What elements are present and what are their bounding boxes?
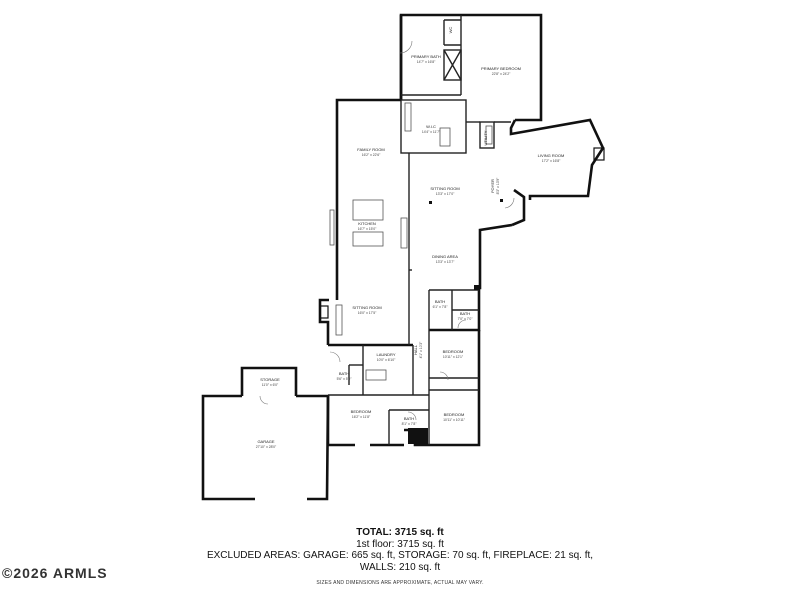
room-dims: 8'3" x 13'9": [496, 177, 500, 195]
room-family-room: FAMILY ROOM 16'2" x 22'6": [357, 147, 384, 157]
room-bath-3: BATH 5'6" x 5'0": [337, 371, 353, 381]
room-dims: 16'2" x 22'6": [362, 153, 381, 157]
dark-column: [408, 428, 428, 444]
fixtures: [329, 102, 493, 381]
room-kitchen: KITCHEN 16'7" x 15'0": [358, 221, 377, 231]
room-name: KITCHEN: [358, 221, 376, 226]
room-bath-4: BATH 8'1" x 7'8": [402, 416, 418, 426]
room-dims: 8'1" x 7'8": [402, 422, 418, 426]
room-bath-1: BATH 6'1" x 7'8": [433, 299, 449, 309]
room-foyer: FOYER 8'3" x 13'9": [490, 177, 500, 195]
room-labels: PRIMARY BATH 14'7" x 16'8" PRIMARY BEDRO…: [256, 27, 565, 449]
room-name: PRIMARY BEDROOM: [481, 66, 521, 71]
room-dims: 13'3" x 13'7": [436, 260, 455, 264]
exterior-walls: [201, 13, 605, 501]
room-bedroom-2: BEDROOM 16'2" x 11'8": [351, 409, 372, 419]
floor-area: 1st floor: 3715 sq. ft: [356, 539, 444, 550]
room-dims: 16'7" x 15'0": [358, 227, 377, 231]
room-dims: 10'11" x 12'1": [443, 355, 464, 359]
room-utility: UTILITY: [483, 130, 488, 145]
room-dims: 7'0" x 7'0": [458, 317, 474, 321]
walls-area: WALLS: 210 sq. ft: [359, 562, 441, 573]
watermark: ©2026 ARMLS: [2, 565, 108, 581]
room-garage: GARAGE 27'10" x 28'0": [256, 439, 277, 449]
room-name: BATH: [339, 371, 349, 376]
room-name: BATH: [404, 416, 414, 421]
room-primary-bedroom: PRIMARY BEDROOM 22'8" x 24'2": [481, 66, 521, 76]
room-dims: 17'2" x 16'8": [542, 159, 561, 163]
room-bath-2: BATH 7'0" x 7'0": [458, 311, 474, 321]
room-dims: 16'0" x 17'5": [358, 311, 377, 315]
room-name: SITTING ROOM: [352, 305, 381, 310]
room-name: LAUNDRY: [376, 352, 395, 357]
room-name: GARAGE: [257, 439, 274, 444]
room-name: UTILITY: [483, 130, 488, 145]
room-dims: 5'6" x 5'0": [337, 377, 353, 381]
room-wic: W.I.C 14'4" x 11'7": [422, 124, 441, 134]
room-name: SITTING ROOM: [430, 186, 459, 191]
room-name: DINING AREA: [432, 254, 458, 259]
room-dims: 22'8" x 24'2": [492, 72, 511, 76]
room-name: FOYER: [490, 179, 495, 193]
door-swings: [259, 40, 515, 421]
fireplace: [319, 147, 605, 319]
room-name: FAMILY ROOM: [357, 147, 384, 152]
interior-walls: [328, 15, 511, 445]
room-hall: HALL 4'1" x 10'3": [413, 341, 423, 359]
room-dims: 14'4" x 11'7": [422, 130, 441, 134]
room-name: BEDROOM: [443, 349, 464, 354]
room-laundry: LAUNDRY 10'0" x 6'10": [376, 352, 396, 362]
excluded-areas: EXCLUDED AREAS: GARAGE: 665 sq. ft, STOR…: [206, 550, 594, 561]
room-storage: STORAGE 11'0" x 6'0": [260, 377, 280, 387]
disclaimer: SIZES AND DIMENSIONS ARE APPROXIMATE, AC…: [316, 580, 484, 586]
room-living-room: LIVING ROOM 17'2" x 16'8": [538, 153, 565, 163]
room-dims: 6'1" x 7'8": [433, 305, 449, 309]
room-primary-bath: PRIMARY BATH 14'7" x 16'8": [411, 54, 441, 64]
room-dims: 11'0" x 6'0": [262, 383, 279, 387]
room-name: STORAGE: [260, 377, 280, 382]
room-name: BEDROOM: [351, 409, 372, 414]
room-sitting-room-1: SITTING ROOM 13'3" x 17'0": [430, 186, 459, 196]
room-dining-area: DINING AREA 13'3" x 13'7": [432, 254, 458, 264]
room-sitting-room-2: SITTING ROOM 16'0" x 17'5": [352, 305, 381, 315]
room-name: BATH: [435, 299, 445, 304]
room-name: BEDROOM: [444, 412, 465, 417]
room-name: HALL: [413, 344, 418, 355]
room-bedroom-1: BEDROOM 10'11" x 12'1": [443, 349, 464, 359]
total-area: TOTAL: 3715 sq. ft: [356, 527, 444, 538]
room-name: LIVING ROOM: [538, 153, 565, 158]
support-posts: [429, 199, 503, 290]
room-dims: 16'2" x 11'8": [352, 415, 371, 419]
room-name: BATH: [460, 311, 470, 316]
room-dims: 14'7" x 16'8": [417, 60, 436, 64]
room-dims: 13'3" x 17'0": [436, 192, 455, 196]
room-dims: 27'10" x 28'0": [256, 445, 277, 449]
room-wc: WC: [448, 27, 453, 34]
room-name: PRIMARY BATH: [411, 54, 441, 59]
room-dims: 4'1" x 10'3": [419, 341, 423, 359]
room-dims: 10'0" x 6'10": [377, 358, 396, 362]
room-bedroom-3: BEDROOM 10'11" x 10'11": [443, 412, 466, 422]
room-dims: 10'11" x 10'11": [443, 418, 466, 422]
room-name: WC: [448, 27, 453, 34]
room-name: W.I.C: [426, 124, 436, 129]
